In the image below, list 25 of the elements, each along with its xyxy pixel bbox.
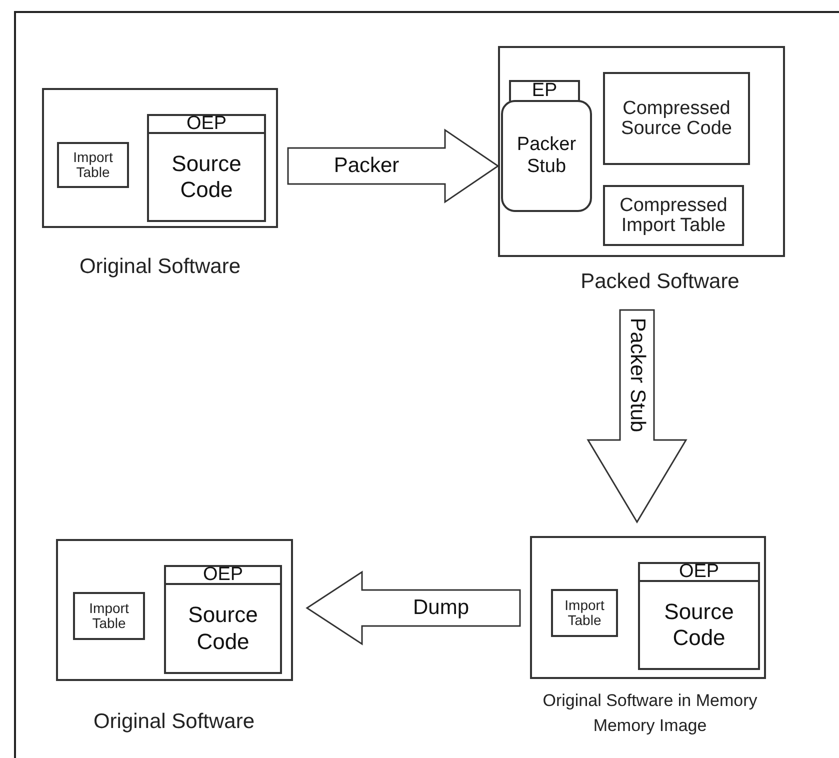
code-label: Source Code: [663, 598, 735, 652]
node-label: Memory Image: [593, 716, 707, 735]
stub-box: Packer Stub: [501, 100, 592, 212]
code-label: Source Code: [187, 602, 259, 655]
entry-point-tab: EP: [509, 80, 580, 101]
node-label: Original Software: [79, 255, 241, 278]
software-box: [498, 46, 785, 257]
component-box: Import Table: [551, 589, 618, 637]
software-box: [530, 536, 766, 679]
node-label: Original Software: [93, 710, 255, 733]
component-box: Import Table: [73, 592, 145, 640]
component-box: Compressed Source Code: [603, 72, 750, 165]
entry-point-header: OEP: [640, 564, 758, 582]
code-label: Source Code: [170, 150, 242, 204]
node-label: Original Software in Memory: [542, 691, 758, 710]
node-label: Packed Software: [580, 270, 740, 293]
software-box: [56, 539, 293, 681]
software-box: [42, 88, 278, 228]
entry-point-header: OEP: [149, 116, 264, 134]
code-block-box: [164, 565, 282, 674]
entry-point-header: OEP: [166, 567, 280, 585]
component-box: Import Table: [57, 142, 129, 188]
code-block-box: [147, 114, 266, 222]
code-block-box: [638, 562, 760, 670]
component-box: Compressed Import Table: [603, 185, 744, 246]
